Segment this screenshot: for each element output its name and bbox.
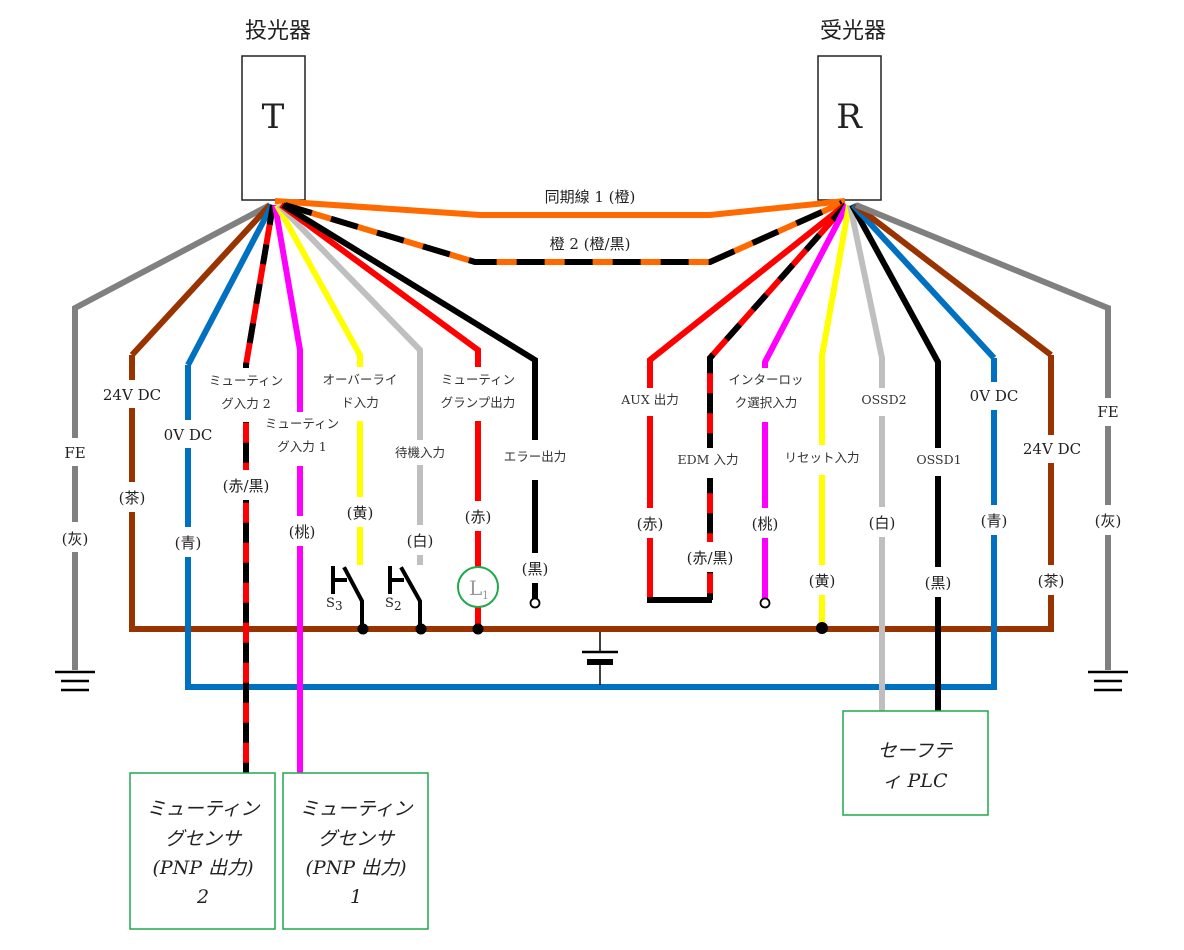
r-wire-reset bbox=[819, 204, 852, 628]
t-wire-lamp bbox=[279, 202, 481, 628]
r-aux-label: AUX 出力 bbox=[620, 392, 678, 407]
t-lamp-label-1: ミューティン bbox=[441, 372, 515, 387]
t-wire-0v bbox=[185, 203, 275, 367]
r-0v-label: 0V DC bbox=[970, 387, 1019, 405]
t-lamp-color: (赤) bbox=[465, 508, 492, 526]
muting-sensor-1-line-3: (PNP 出力) bbox=[305, 857, 406, 879]
t-fe-color: (灰) bbox=[62, 530, 89, 548]
transmitter-letter: T bbox=[262, 97, 285, 137]
switch-s3-label: S bbox=[326, 596, 335, 611]
r-interlock-color: (桃) bbox=[752, 515, 779, 533]
muting-sensor-1-line-2: グセンサ bbox=[318, 828, 396, 850]
r-wire-ossd2 bbox=[847, 204, 885, 712]
t-override-label-2: ド入力 bbox=[341, 395, 379, 410]
muting-sensor-2-line-4: 2 bbox=[196, 886, 209, 908]
t-standby-label: 待機入力 bbox=[395, 445, 445, 460]
r-wire-fe bbox=[854, 202, 1111, 670]
muting-sensor-2-line-2: グセンサ bbox=[165, 828, 243, 850]
t-lamp-label-2: グランプ出力 bbox=[441, 395, 516, 410]
t-muting2-color: (赤/黒) bbox=[223, 477, 270, 495]
switch-s3-sub: 3 bbox=[335, 599, 343, 613]
junction-dot bbox=[816, 622, 828, 634]
t-24v-color: (茶) bbox=[119, 489, 146, 507]
lamp-l1-sub: 1 bbox=[482, 589, 489, 602]
safety-plc-line-2: ィ PLC bbox=[883, 770, 948, 792]
t-wire-muting1 bbox=[272, 204, 303, 775]
switch-s2-icon bbox=[388, 566, 422, 630]
lamp-l1-icon bbox=[457, 566, 499, 608]
r-edm-color: (赤/黒) bbox=[687, 549, 734, 567]
muting-sensor-2-box bbox=[129, 772, 276, 930]
r-ossd2-label: OSSD2 bbox=[861, 392, 906, 407]
r-wire-edm-stripe bbox=[707, 203, 849, 600]
r-reset-color: (黄) bbox=[809, 572, 836, 590]
t-muting1-label-2: グ入力 1 bbox=[277, 439, 326, 454]
r-ossd1-label: OSSD1 bbox=[916, 452, 961, 467]
t-override-label-1: オーバーライ bbox=[323, 372, 398, 387]
t-wire-standby bbox=[276, 202, 423, 565]
t-standby-color: (白) bbox=[407, 532, 434, 550]
switch-s2-label: S bbox=[385, 596, 394, 611]
t-muting1-label-1: ミューティン bbox=[265, 416, 339, 431]
r-24v-label: 24V DC bbox=[1023, 440, 1081, 458]
muting-sensor-2-line-1: ミューティン bbox=[147, 798, 261, 820]
muting-sensor-2-line-3: (PNP 出力) bbox=[152, 857, 253, 879]
t-override-color: (黄) bbox=[347, 504, 374, 522]
receiver-title: 受光器 bbox=[820, 19, 886, 44]
terminal-open-icon bbox=[529, 597, 541, 609]
sync-wire-1-label: 同期線 1 (橙) bbox=[545, 188, 636, 206]
safety-plc-box bbox=[842, 710, 989, 816]
switch-s3-icon bbox=[331, 566, 364, 630]
r-0v-color: (青) bbox=[981, 512, 1008, 530]
muting-sensor-1-line-4: 1 bbox=[350, 886, 362, 908]
r-edm-label: EDM 入力 bbox=[678, 452, 739, 467]
r-fe-color: (灰) bbox=[1095, 512, 1122, 530]
sync-wire-2-stripe bbox=[284, 200, 844, 265]
t-fe-label: FE bbox=[64, 444, 85, 462]
t-error-label: エラー出力 bbox=[504, 449, 567, 464]
ground-icon bbox=[1088, 670, 1128, 692]
r-ossd2-color: (白) bbox=[869, 514, 896, 532]
junction-dot bbox=[415, 623, 427, 635]
switch-s2-sub: 2 bbox=[394, 599, 402, 613]
r-ossd1-color: (黒) bbox=[925, 574, 952, 592]
t-24v-label: 24V DC bbox=[103, 386, 161, 404]
muting-sensor-1-box bbox=[282, 772, 429, 930]
t-wire-24v bbox=[129, 202, 273, 358]
r-reset-label: リセット入力 bbox=[784, 450, 859, 465]
junction-dot bbox=[357, 623, 369, 635]
t-wire-muting2-stripe bbox=[243, 204, 276, 775]
terminal-open-icon bbox=[759, 597, 771, 609]
receiver-box bbox=[817, 55, 882, 201]
r-24v-color: (茶) bbox=[1038, 572, 1065, 590]
r-aux-color: (赤) bbox=[637, 515, 664, 533]
muting-sensor-1-line-1: ミューティン bbox=[300, 798, 414, 820]
t-muting2-label-1: ミューティン bbox=[209, 373, 283, 388]
t-0v-label: 0V DC bbox=[164, 426, 213, 444]
sync-wire-1 bbox=[274, 198, 846, 218]
receiver-letter: R bbox=[836, 97, 863, 137]
r-wire-0v bbox=[850, 202, 997, 361]
t-wire-error bbox=[281, 202, 538, 600]
t-muting1-color: (桃) bbox=[289, 523, 316, 541]
ground-icon bbox=[55, 670, 95, 692]
junction-dot bbox=[472, 623, 484, 635]
r-fe-label: FE bbox=[1097, 403, 1118, 421]
r-interlock-label-2: ク選択入力 bbox=[735, 395, 798, 410]
t-muting2-label-2: グ入力 2 bbox=[221, 396, 270, 411]
sync-wire-2-label: 橙 2 (橙/黒) bbox=[550, 235, 631, 253]
t-error-color: (黒) bbox=[522, 560, 549, 578]
t-0v-color: (青) bbox=[175, 534, 202, 552]
t-wire-override bbox=[274, 203, 363, 565]
r-wire-24v bbox=[853, 202, 1053, 358]
transmitter-box bbox=[241, 55, 306, 201]
transmitter-title: 投光器 bbox=[245, 19, 311, 44]
r-interlock-label-1: インターロッ bbox=[728, 372, 803, 387]
lamp-l1-label: L bbox=[469, 576, 482, 600]
safety-plc-line-1: セーフテ bbox=[878, 740, 954, 762]
battery-icon bbox=[582, 632, 618, 685]
label-gaps bbox=[50, 367, 1130, 597]
